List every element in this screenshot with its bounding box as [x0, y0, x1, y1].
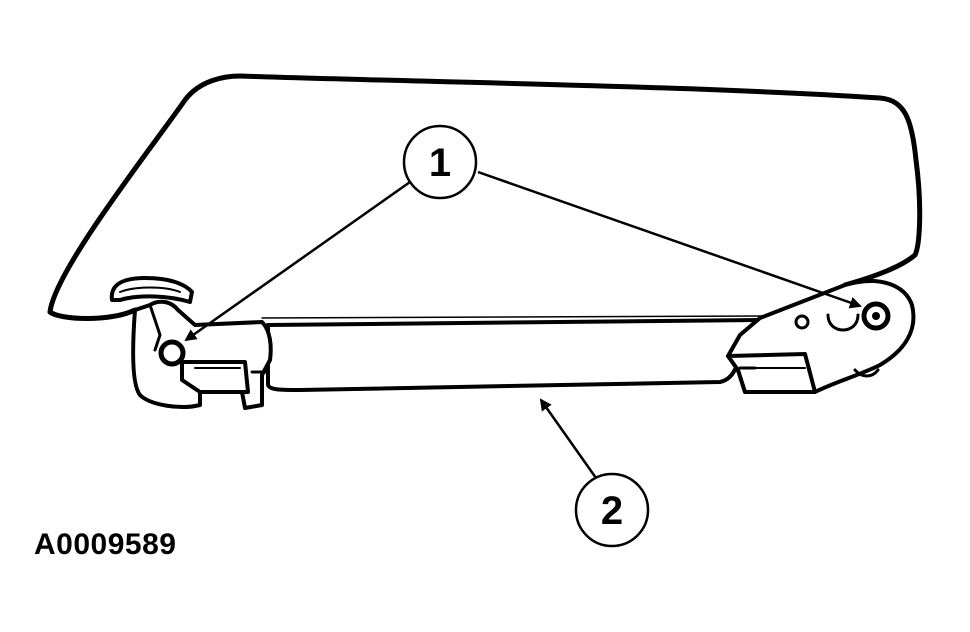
left-hinge-bracket	[109, 276, 273, 410]
callout-1-label: 1	[429, 141, 451, 185]
right-hinge-bracket	[726, 279, 916, 394]
leader-1-left	[184, 180, 411, 342]
visor-panel	[47, 73, 923, 321]
callout-2-label: 2	[601, 489, 623, 533]
leader-2	[539, 398, 598, 479]
callout-2: 2	[574, 472, 650, 548]
leader-lines	[184, 170, 862, 479]
visor-rod	[261, 315, 763, 392]
callout-1: 1	[402, 124, 478, 200]
leader-1-right	[477, 170, 862, 309]
figure-id: A0009589	[34, 528, 177, 561]
